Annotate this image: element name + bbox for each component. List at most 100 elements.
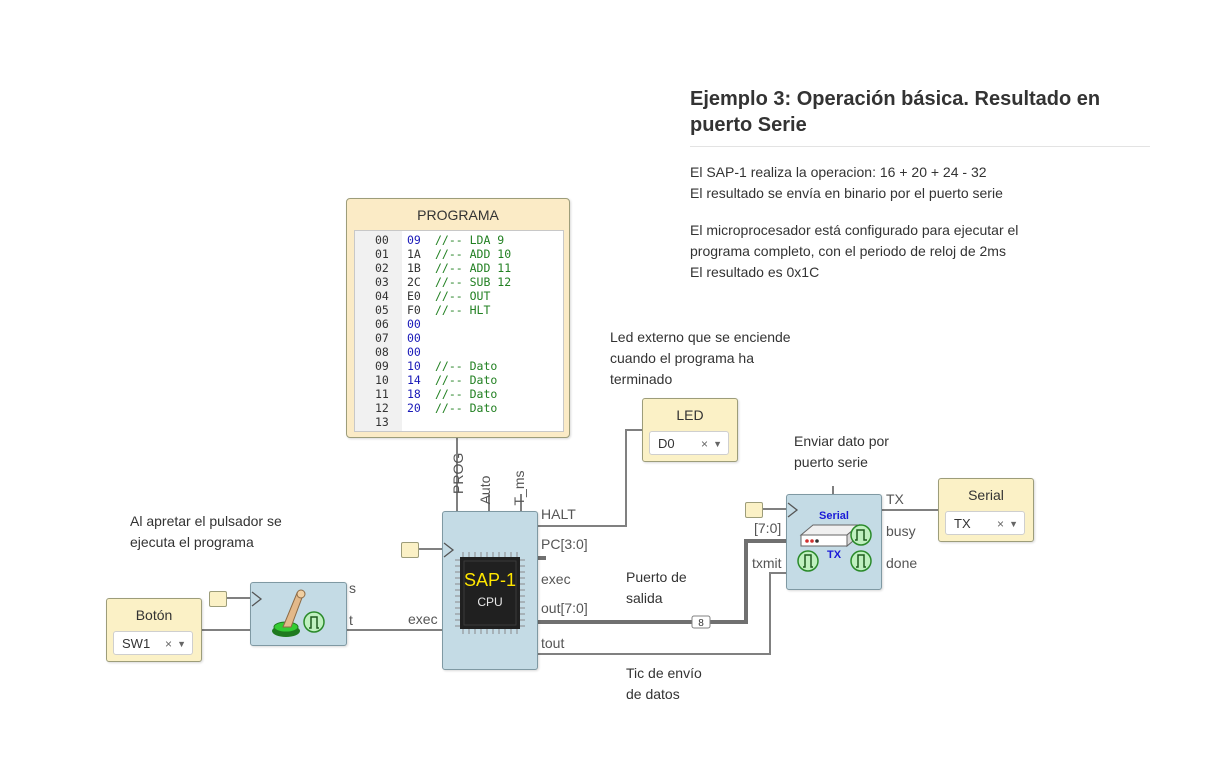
clock-triangle-icon (443, 542, 455, 558)
serial-port-busy: busy (886, 523, 916, 539)
serial-output-block[interactable]: Serial TX × ▼ (938, 478, 1034, 542)
code-line-hex: 2C (407, 275, 421, 289)
clock-triangle-icon (251, 591, 263, 607)
button-clear-icon[interactable]: × (164, 637, 172, 651)
serial-clock-input[interactable] (745, 502, 763, 518)
code-line-number: 13 (375, 415, 389, 429)
code-line[interactable]: 08 00 (355, 345, 563, 359)
serial-note-line-2: puerto serie (794, 454, 868, 470)
code-line-hex: 10 (407, 359, 421, 373)
code-line-hex: 1A (407, 247, 421, 261)
serial-pin-select[interactable]: TX × ▼ (945, 511, 1025, 535)
cpu-port-halt: HALT (541, 506, 576, 522)
code-gutter (355, 231, 402, 431)
serial-port-done: done (886, 555, 918, 571)
cpu-clock-input[interactable] (401, 542, 419, 558)
led-output-block[interactable]: LED D0 × ▼ (642, 398, 738, 462)
led-pin-select[interactable]: D0 × ▼ (649, 431, 729, 455)
button-chevron-down-icon[interactable]: ▼ (177, 639, 186, 649)
code-line-number: 06 (375, 317, 389, 331)
code-line-hex: 00 (407, 331, 421, 345)
code-line-hex: E0 (407, 289, 421, 303)
cpu-port-auto: Auto (477, 475, 493, 505)
code-line-number: 00 (375, 233, 389, 247)
button-note-line-1: Al apretar el pulsador se (130, 513, 282, 529)
serial-note-line-1: Enviar dato por (794, 433, 889, 449)
serial-tx-sublabel: TX (826, 549, 842, 561)
code-line-number: 11 (375, 387, 389, 401)
output-note-line-1: Puerto de (626, 569, 687, 585)
page-title: Ejemplo 3: Operación básica. Resultado e… (690, 86, 1150, 147)
serial-output-title: Serial (968, 487, 1004, 503)
serial-port-tx: TX (886, 491, 904, 507)
led-clear-icon[interactable]: × (700, 437, 708, 451)
switch-port-t: t (349, 612, 353, 628)
description-line-2: El resultado se envía en binario por el … (690, 185, 1003, 201)
button-input-block[interactable]: Botón SW1 × ▼ (106, 598, 202, 662)
code-line-comment: //-- LDA 9 (435, 233, 505, 247)
code-line-hex: 00 (407, 345, 421, 359)
code-line[interactable]: 13 (355, 415, 563, 429)
code-line-comment: //-- Dato (435, 387, 498, 401)
led-note-line-2: cuando el programa ha (610, 350, 754, 366)
code-line-hex: F0 (407, 303, 421, 317)
led-chevron-down-icon[interactable]: ▼ (713, 439, 722, 449)
clock-triangle-icon (787, 502, 799, 518)
button-note-line-2: ejecuta el programa (130, 534, 254, 550)
code-line-comment: //-- Dato (435, 359, 498, 373)
button-input-title: Botón (135, 607, 173, 623)
code-line-number: 01 (375, 247, 389, 261)
code-line-hex: 09 (407, 233, 421, 247)
description-line-3: El microprocesador está configurado para… (690, 222, 1019, 238)
cpu-sublabel: CPU (477, 595, 503, 609)
cpu-chip-icon (455, 552, 525, 634)
code-line-hex: 14 (407, 373, 421, 387)
description-line-1: El SAP-1 realiza la operacion: 16 + 20 +… (690, 164, 987, 180)
cpu-port-out: out[7:0] (541, 600, 588, 616)
code-line-number: 10 (375, 373, 389, 387)
serial-pin-value: TX (954, 516, 971, 531)
code-line-hex: 20 (407, 401, 421, 415)
serial-chevron-down-icon[interactable]: ▼ (1009, 519, 1018, 529)
program-title: PROGRAMA (417, 207, 499, 223)
cpu-port-exec: exec (541, 571, 571, 587)
code-line[interactable]: 09 10 //-- Dato (355, 359, 563, 373)
serial-tx-block[interactable]: Serial TX (786, 494, 882, 590)
code-line[interactable]: 00 09 //-- LDA 9 (355, 233, 563, 247)
code-line-comment: //-- Dato (435, 401, 498, 415)
switch-block[interactable] (250, 582, 347, 646)
cpu-port-pc: PC[3:0] (541, 536, 588, 552)
cpu-block[interactable]: SAP-1 CPU (442, 511, 538, 670)
code-line-comment: //-- HLT (435, 303, 491, 317)
output-note-line-2: salida (626, 590, 663, 606)
description-line-5: El resultado es 0x1C (690, 264, 820, 280)
serial-clear-icon[interactable]: × (996, 517, 1004, 531)
toggle-switch-icon (272, 589, 325, 637)
serial-device-icon (797, 523, 872, 572)
code-line-number: 04 (375, 289, 389, 303)
led-note-line-1: Led externo que se enciende (610, 329, 791, 345)
code-line-number: 09 (375, 359, 389, 373)
cpu-port-t-ms: T_ms (511, 470, 527, 506)
description-line-4: programa completo, con el periodo de rel… (690, 243, 1006, 259)
button-pin-value: SW1 (122, 636, 151, 651)
code-line-number: 08 (375, 345, 389, 359)
bus-width-label: 8 (698, 618, 704, 629)
button-pin-select[interactable]: SW1 × ▼ (113, 631, 193, 655)
switch-clock-input[interactable] (209, 591, 227, 607)
serial-port-data: [7:0] (754, 520, 782, 536)
code-line-number: 02 (375, 261, 389, 275)
